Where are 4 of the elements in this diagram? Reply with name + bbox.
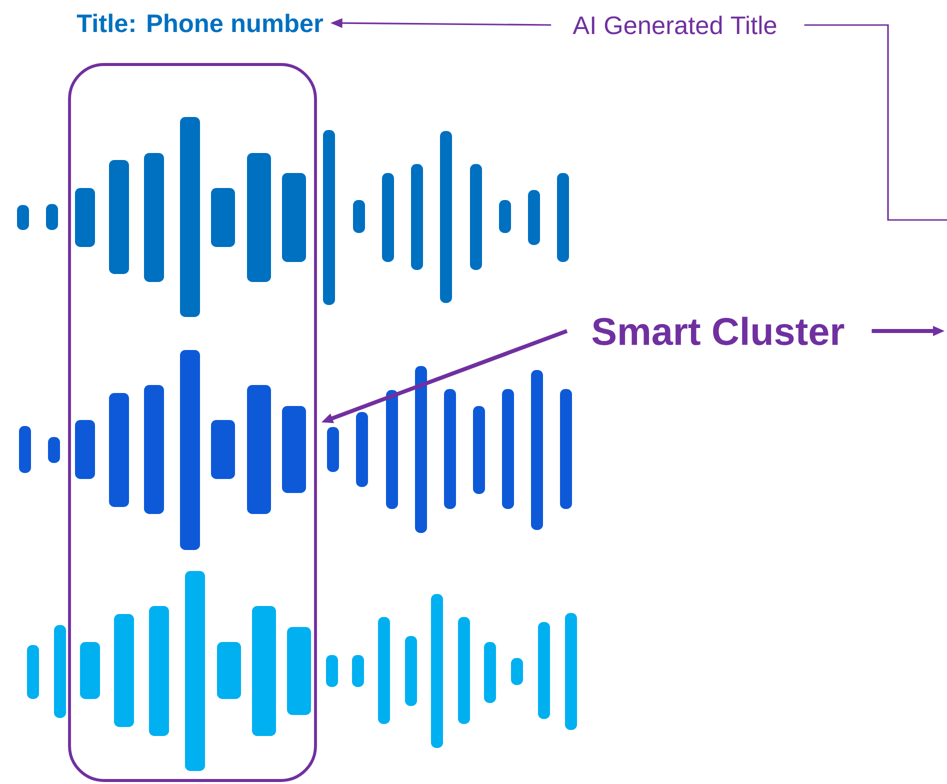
title-text: Title: Phone number [76,14,324,32]
cluster-frame [68,63,317,782]
cluster-label: Smart Cluster [592,316,844,346]
annotation-text: AI Generated Title [572,16,776,34]
